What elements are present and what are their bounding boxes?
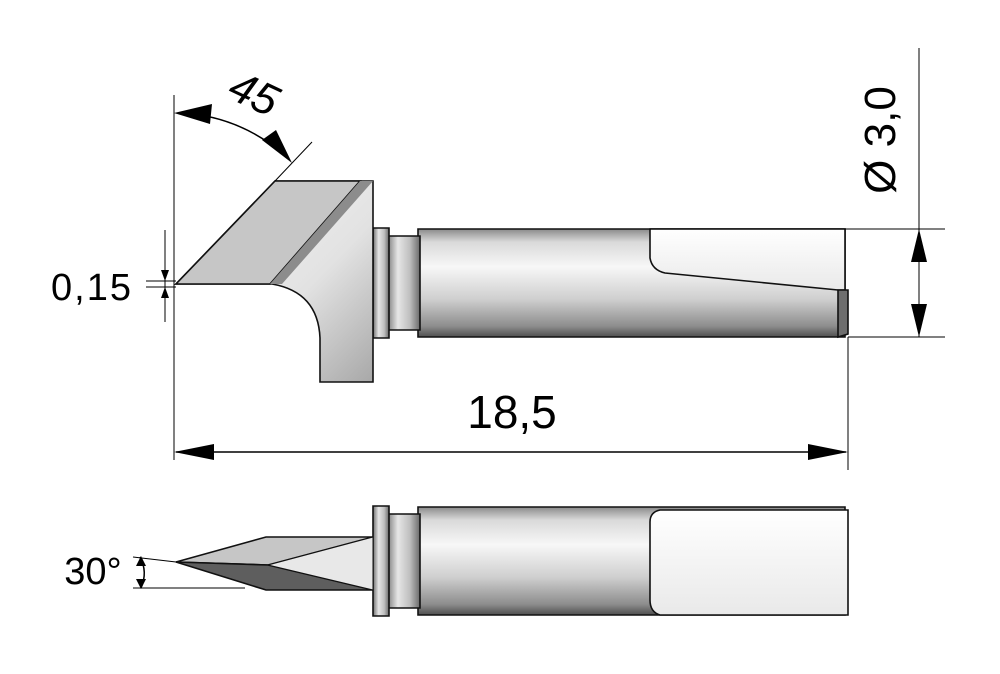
side-view: [175, 505, 849, 617]
shaft-end-chamfer: [837, 289, 849, 339]
diameter-dimension: Ø 3,0: [650, 48, 945, 338]
top-view: [174, 180, 849, 383]
collar-groove: [385, 235, 421, 331]
blade-bevel-edge: [270, 181, 373, 284]
side-blade-edge-highlight: [267, 536, 374, 591]
length-dimension: 18,5: [174, 337, 849, 470]
tip-width-label: 0,15: [51, 267, 133, 309]
diameter-label: Ø 3,0: [856, 86, 905, 194]
collar-ring: [372, 227, 390, 339]
tip-width-dimension: 0,15: [51, 230, 176, 322]
side-collar-ring: [372, 505, 390, 617]
angle-45-label: 45: [221, 61, 287, 126]
side-collar-groove: [385, 513, 421, 609]
angle-30-label: 30°: [64, 551, 121, 593]
angle-30-dimension: 30°: [64, 551, 245, 593]
length-label: 18,5: [467, 386, 557, 438]
side-shaft-flat: [649, 509, 849, 616]
